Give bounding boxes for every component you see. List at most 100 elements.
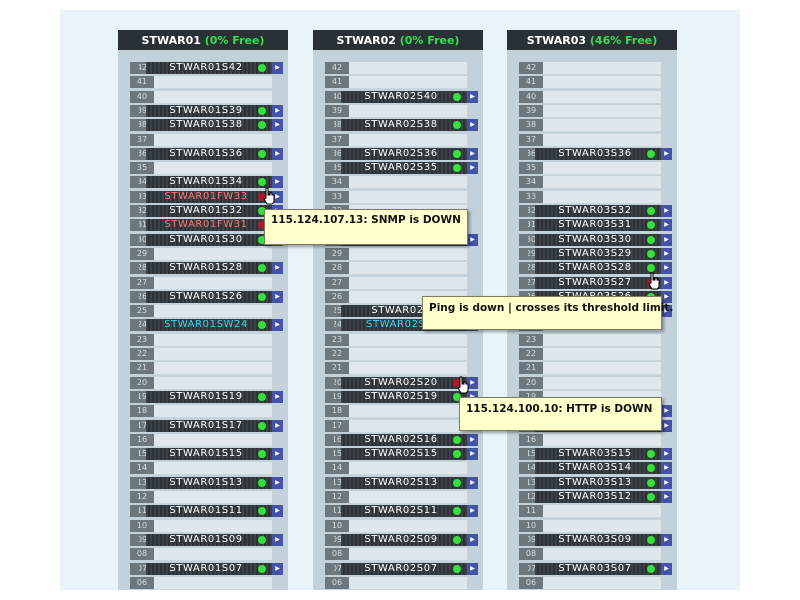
server-unit[interactable]: STWAR01S11▶ <box>146 505 283 518</box>
server-unit[interactable]: STWAR02S07▶ <box>341 562 478 575</box>
expand-arrow-icon[interactable]: ▶ <box>272 448 283 461</box>
expand-arrow-icon[interactable]: ▶ <box>661 533 672 546</box>
expand-arrow-icon[interactable]: ▶ <box>467 562 478 575</box>
expand-arrow-icon[interactable]: ▶ <box>467 119 478 132</box>
expand-arrow-icon[interactable]: ▶ <box>661 491 672 503</box>
server-unit[interactable]: STWAR01S07▶ <box>146 562 283 575</box>
expand-arrow-icon[interactable]: ▶ <box>467 533 478 546</box>
rack-slot: 39 <box>511 104 664 118</box>
expand-arrow-icon[interactable]: ▶ <box>661 262 672 275</box>
slot-number: 23 <box>130 333 154 346</box>
expand-arrow-icon[interactable]: ▶ <box>272 390 283 403</box>
server-unit[interactable]: STWAR02S15▶ <box>341 448 478 461</box>
expand-arrow-icon[interactable]: ▶ <box>467 476 478 489</box>
server-unit[interactable]: STWAR01S13▶ <box>146 476 283 489</box>
expand-arrow-icon[interactable]: ▶ <box>272 319 283 332</box>
expand-arrow-icon[interactable]: ▶ <box>272 119 283 132</box>
expand-arrow-icon[interactable]: ▶ <box>272 476 283 489</box>
expand-arrow-icon[interactable]: ▶ <box>467 233 478 246</box>
rack-header[interactable]: STWAR02 (0% Free) <box>313 30 483 52</box>
expand-arrow-icon[interactable]: ▶ <box>467 505 478 518</box>
server-unit[interactable]: STWAR01FW31▶ <box>146 219 283 232</box>
server-unit[interactable]: STWAR02S35▶ <box>341 162 478 175</box>
expand-arrow-icon[interactable]: ▶ <box>661 462 672 475</box>
server-unit[interactable]: STWAR02S19▶ <box>341 390 478 403</box>
server-unit[interactable]: STWAR03S14▶ <box>535 462 672 475</box>
server-unit[interactable]: STWAR01S17▶ <box>146 419 283 432</box>
expand-arrow-icon[interactable]: ▶ <box>467 162 478 175</box>
expand-arrow-icon[interactable]: ▶ <box>467 376 478 389</box>
server-unit[interactable]: STWAR03S12▶ <box>535 491 672 503</box>
server-unit[interactable]: STWAR01S15▶ <box>146 448 283 461</box>
server-unit[interactable]: STWAR02S09▶ <box>341 533 478 546</box>
server-unit[interactable]: STWAR03S07▶ <box>535 562 672 575</box>
server-unit[interactable]: STWAR03S15▶ <box>535 448 672 461</box>
expand-arrow-icon[interactable]: ▶ <box>661 205 672 217</box>
server-unit[interactable]: STWAR03S30▶ <box>535 233 672 246</box>
expand-arrow-icon[interactable]: ▶ <box>661 476 672 489</box>
server-unit[interactable]: STWAR03S09▶ <box>535 533 672 546</box>
rack-header[interactable]: STWAR03 (46% Free) <box>507 30 677 52</box>
server-unit[interactable]: STWAR02S40▶ <box>341 90 478 103</box>
expand-arrow-icon[interactable]: ▶ <box>272 262 283 275</box>
expand-arrow-icon[interactable]: ▶ <box>661 305 672 318</box>
server-unit[interactable]: STWAR02S38▶ <box>341 119 478 132</box>
server-unit[interactable]: STWAR01S26▶ <box>146 290 283 303</box>
expand-arrow-icon[interactable]: ▶ <box>467 433 478 446</box>
expand-arrow-icon[interactable]: ▶ <box>467 147 478 160</box>
server-unit[interactable]: STWAR01S36▶ <box>146 147 283 160</box>
expand-arrow-icon[interactable]: ▶ <box>661 276 672 289</box>
expand-arrow-icon[interactable]: ▶ <box>467 448 478 461</box>
server-unit[interactable]: STWAR03S36▶ <box>535 147 672 160</box>
expand-arrow-icon[interactable]: ▶ <box>467 390 478 403</box>
server-unit[interactable]: STWAR03S29▶ <box>535 247 672 260</box>
slot-rail <box>330 376 334 389</box>
slot-number: 40 <box>519 90 543 103</box>
server-unit[interactable]: STWAR01S28▶ <box>146 262 283 275</box>
server-unit[interactable]: STWAR01FW33▶ <box>146 190 283 203</box>
expand-arrow-icon[interactable]: ▶ <box>272 176 283 189</box>
server-unit[interactable]: STWAR03S32▶ <box>535 205 672 217</box>
server-unit[interactable]: STWAR01S09▶ <box>146 533 283 546</box>
server-unit[interactable]: STWAR02S20▶ <box>341 376 478 389</box>
server-unit[interactable]: STWAR02S13▶ <box>341 476 478 489</box>
server-unit[interactable]: STWAR01S32▶ <box>146 205 283 217</box>
rack-header[interactable]: STWAR01 (0% Free) <box>118 30 288 52</box>
server-unit[interactable]: STWAR01S42▶ <box>146 62 283 74</box>
expand-arrow-icon[interactable]: ▶ <box>272 62 283 74</box>
server-unit[interactable]: STWAR01S30▶ <box>146 233 283 246</box>
expand-arrow-icon[interactable]: ▶ <box>661 562 672 575</box>
expand-arrow-icon[interactable]: ▶ <box>272 505 283 518</box>
server-unit[interactable]: STWAR01S19▶ <box>146 390 283 403</box>
server-unit[interactable]: STWAR02S16▶ <box>341 433 478 446</box>
expand-arrow-icon[interactable]: ▶ <box>272 290 283 303</box>
expand-arrow-icon[interactable]: ▶ <box>661 219 672 232</box>
expand-arrow-icon[interactable]: ▶ <box>661 448 672 461</box>
server-unit[interactable]: STWAR03S28▶ <box>535 262 672 275</box>
server-unit[interactable]: STWAR01S38▶ <box>146 119 283 132</box>
server-unit[interactable]: STWAR01SW24▶ <box>146 319 283 332</box>
expand-arrow-icon[interactable]: ▶ <box>467 90 478 103</box>
server-unit[interactable]: STWAR01S34▶ <box>146 176 283 189</box>
expand-arrow-icon[interactable]: ▶ <box>272 419 283 432</box>
server-unit[interactable]: STWAR01S39▶ <box>146 104 283 117</box>
server-unit[interactable]: STWAR02S11▶ <box>341 505 478 518</box>
expand-arrow-icon[interactable]: ▶ <box>661 147 672 160</box>
server-unit[interactable]: STWAR02S36▶ <box>341 147 478 160</box>
server-unit[interactable]: STWAR03S27▶ <box>535 276 672 289</box>
expand-arrow-icon[interactable]: ▶ <box>272 562 283 575</box>
server-unit[interactable]: STWAR03S31▶ <box>535 219 672 232</box>
expand-arrow-icon[interactable]: ▶ <box>661 247 672 260</box>
expand-arrow-icon[interactable]: ▶ <box>272 147 283 160</box>
expand-arrow-icon[interactable]: ▶ <box>661 405 672 418</box>
expand-arrow-icon[interactable]: ▶ <box>272 533 283 546</box>
expand-arrow-icon[interactable]: ▶ <box>272 104 283 117</box>
expand-arrow-icon[interactable]: ▶ <box>661 290 672 303</box>
rack-slot: 12 <box>122 491 275 504</box>
expand-arrow-icon[interactable]: ▶ <box>661 419 672 432</box>
status-up-icon <box>453 435 461 444</box>
rack-name: STWAR01 <box>141 34 201 47</box>
expand-arrow-icon[interactable]: ▶ <box>661 233 672 246</box>
expand-arrow-icon[interactable]: ▶ <box>272 190 283 203</box>
server-unit[interactable]: STWAR03S13▶ <box>535 476 672 489</box>
